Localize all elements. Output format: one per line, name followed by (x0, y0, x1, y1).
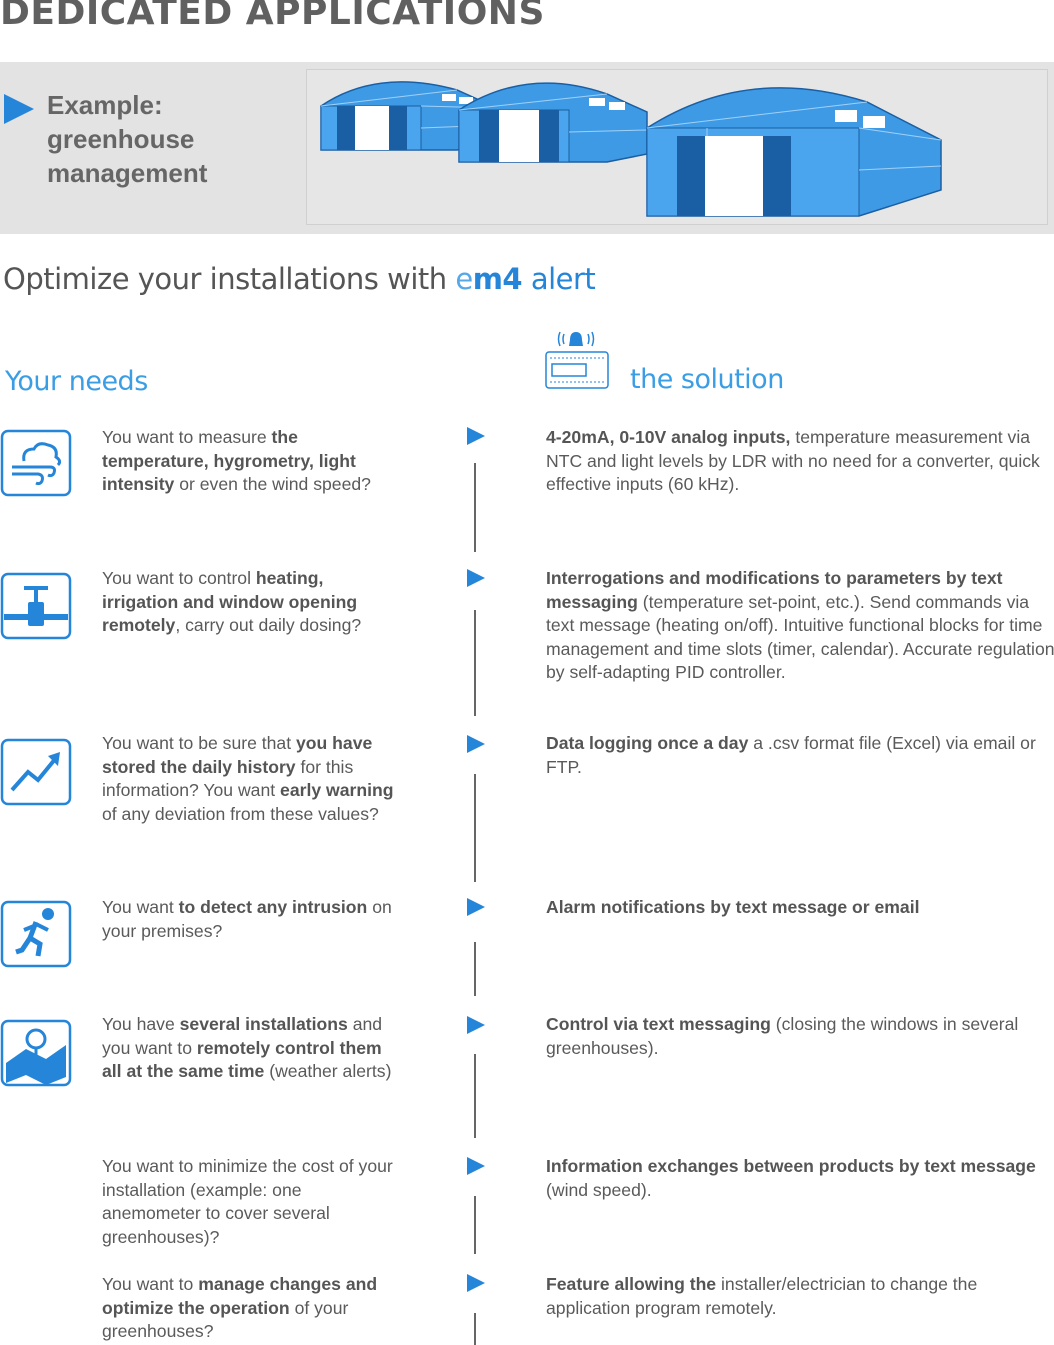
need-text-part: You want to minimize the cost of your in… (102, 1156, 393, 1247)
need-text-part: several installations (179, 1014, 348, 1034)
solution-text-part: 4-20mA, 0-10V analog inputs, (546, 427, 791, 447)
need-text: You want to measure the temperature, hyg… (102, 426, 402, 497)
need-text-part: You want to measure (102, 427, 272, 447)
solution-text-part: installer/electrician to change the appl… (546, 1274, 978, 1318)
connector-line (474, 610, 476, 716)
solution-text-part: Alarm notifications by text message or e… (546, 897, 920, 917)
greenhouse-illustration (306, 69, 1048, 225)
valve-pipe-icon (0, 572, 72, 640)
solution-text-part: (wind speed). (546, 1179, 652, 1200)
connector-line (474, 942, 476, 996)
brand-m4: m4 (472, 262, 523, 296)
need-text-part: for this information? You want (102, 756, 354, 801)
need-text-part: of any deviation from these values? (102, 803, 379, 824)
alarm-device-icon (545, 331, 609, 389)
trend-chart-icon (0, 738, 72, 806)
triangle-bullet-icon (467, 1016, 485, 1034)
triangle-bullet-icon (467, 427, 485, 445)
brand-alert: alert (522, 262, 596, 296)
need-text-part: manage changes and optimize the operatio… (102, 1274, 378, 1318)
need-text-part: you have stored the daily history (102, 733, 373, 777)
solution-text: Alarm notifications by text message or e… (546, 896, 1054, 920)
brand-e: e (455, 262, 473, 296)
example-label: Example: greenhouse management (47, 90, 208, 188)
connector-line (474, 1196, 476, 1254)
greenhouse-small-1 (320, 81, 498, 151)
need-text: You have several installations and you w… (102, 1013, 402, 1084)
your-needs-heading: Your needs (5, 366, 148, 397)
need-text-part: or even the wind speed? (174, 474, 371, 494)
solution-text-part: Control via text messaging (546, 1014, 771, 1034)
need-text: You want to detect any intrusion on your… (102, 896, 402, 943)
triangle-bullet-icon (467, 898, 485, 916)
solution-text-part: Interrogations and modifications to para… (546, 568, 1003, 612)
play-arrow-icon (4, 94, 34, 124)
solution-text-part: Feature allowing the (546, 1274, 717, 1294)
connector-line (474, 463, 476, 552)
need-text: You want to control heating, irrigation … (102, 567, 402, 638)
need-text-part: of your greenhouses? (102, 1297, 349, 1342)
need-text-part: You want to (102, 1274, 199, 1294)
need-text-part: You want to control (102, 568, 256, 588)
solution-text-part: Information exchanges between products b… (546, 1156, 1036, 1176)
need-text: You want to be sure that you have stored… (102, 732, 402, 826)
headline: Optimize your installations with em4 ale… (3, 262, 596, 296)
need-text-part: on your premises? (102, 897, 392, 941)
need-text: You want to minimize the cost of your in… (102, 1155, 402, 1249)
connector-line (474, 774, 476, 882)
solution-text: Interrogations and modifications to para… (546, 567, 1054, 685)
need-text-part: , carry out daily dosing? (175, 615, 362, 635)
solution-text-part: (temperature set-point, etc.). Send comm… (546, 591, 1054, 683)
greenhouse-small-2 (458, 82, 648, 163)
need-text-part: to detect any intrusion (178, 897, 368, 917)
solution-text-part: temperature measurement via NTC and ligh… (546, 427, 1040, 494)
need-text-part: early warning (280, 780, 394, 800)
triangle-bullet-icon (467, 1274, 485, 1292)
solution-text: Information exchanges between products b… (546, 1155, 1054, 1202)
need-text-part: heating, irrigation and window opening r… (102, 568, 358, 635)
connector-line (474, 1054, 476, 1138)
need-text-part: You have (102, 1014, 180, 1034)
triangle-bullet-icon (467, 735, 485, 753)
need-text-part: You want (102, 897, 179, 917)
need-text-part: the temperature, hygrometry, light inten… (102, 427, 356, 494)
need-text-part: remotely control them all at the same ti… (102, 1037, 382, 1082)
need-text: You want to manage changes and optimize … (102, 1273, 402, 1344)
connector-line (474, 1313, 476, 1345)
need-text-part: You want to be sure that (102, 733, 296, 753)
solution-text: Feature allowing the installer/electrici… (546, 1273, 1054, 1320)
solution-text: 4-20mA, 0-10V analog inputs, temperature… (546, 426, 1054, 497)
solution-text: Control via text messaging (closing the … (546, 1013, 1054, 1060)
map-pin-icon (0, 1019, 72, 1087)
triangle-bullet-icon (467, 569, 485, 587)
need-text-part: (weather alerts) (264, 1061, 392, 1081)
need-text-part: and you want to (102, 1014, 383, 1058)
greenhouse-large (646, 87, 942, 217)
solution-text-part: (closing the windows in several greenhou… (546, 1014, 1019, 1058)
weather-cloud-wind-icon (0, 429, 72, 497)
greenhouse-icon (320, 81, 942, 217)
solution-text: Data logging once a day a .csv format fi… (546, 732, 1054, 779)
the-solution-heading: the solution (630, 364, 784, 395)
page-title: DEDICATED APPLICATIONS (0, 0, 545, 33)
solution-text-part: a .csv format file (Excel) via email or … (546, 733, 1036, 777)
running-person-icon (0, 900, 72, 968)
triangle-bullet-icon (467, 1157, 485, 1175)
solution-text-part: Data logging once a day (546, 733, 749, 753)
